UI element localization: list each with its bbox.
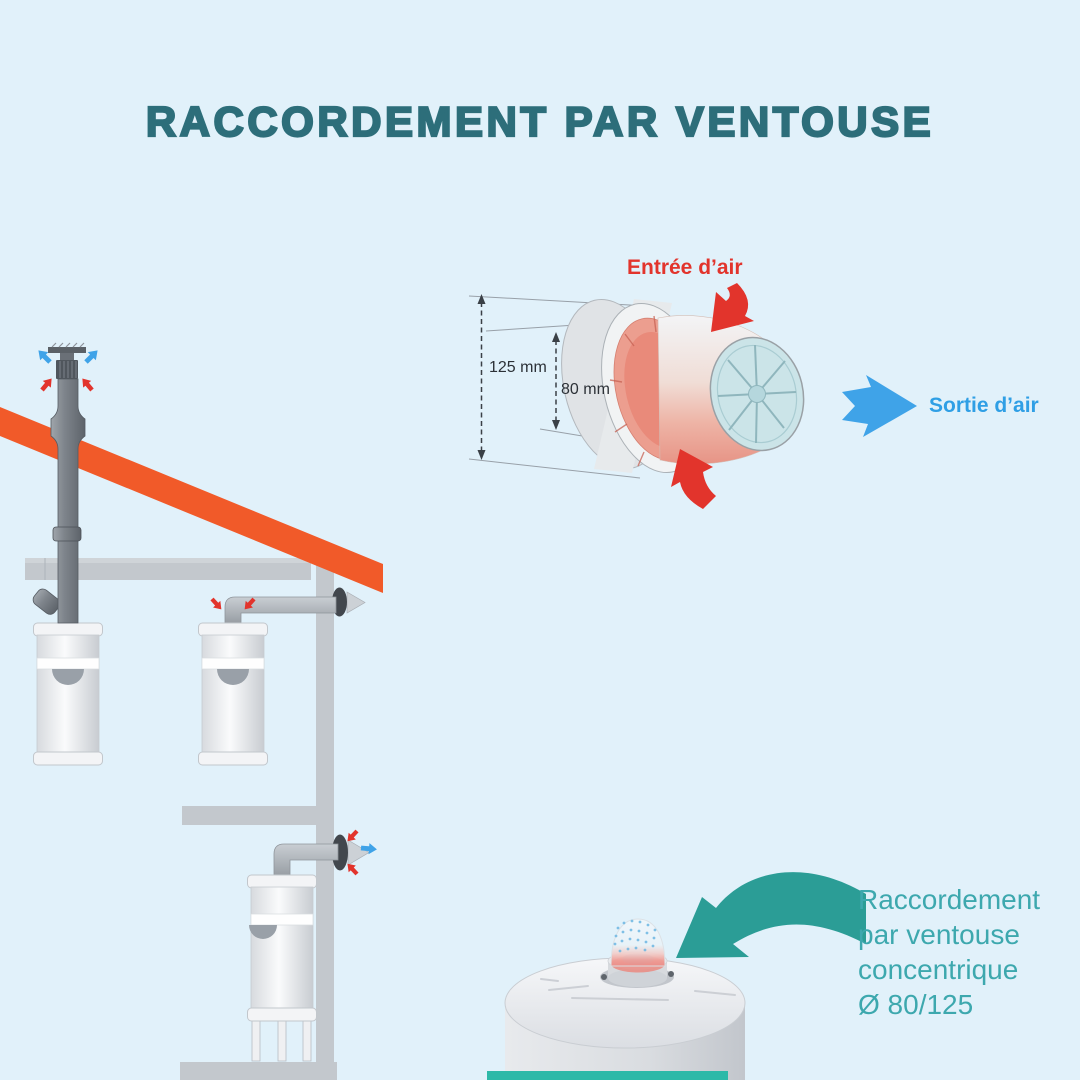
- flue-terminal-diagram: [468, 283, 917, 509]
- outlet-arrow: [842, 375, 917, 437]
- page-title: RACCORDEMENT PAR VENTOUSE: [145, 97, 935, 146]
- dim-line-80: [552, 332, 560, 430]
- outlet-label: Sortie d’air: [929, 394, 1039, 417]
- flue-elbow-stub: [32, 588, 61, 615]
- inner-diameter-label: 80 mm: [561, 381, 610, 398]
- boiler-bottom: [247, 874, 317, 1062]
- chimney-terminal: [48, 342, 86, 379]
- table-edge: [487, 1071, 728, 1080]
- roof: [0, 407, 383, 593]
- house-flue-diagram: [0, 342, 383, 1080]
- outer-diameter-label: 125 mm: [489, 359, 547, 376]
- bottom-boiler-pipe: [273, 843, 339, 878]
- air-dots: [613, 919, 657, 953]
- inlet-label: Entrée d’air: [627, 256, 743, 279]
- ceiling-beam: [25, 558, 311, 580]
- callout-line: concentrique: [858, 954, 1019, 985]
- panel-seams: [540, 978, 736, 1001]
- middle-boiler-pipe: [224, 596, 337, 625]
- middle-floor: [182, 806, 317, 825]
- boiler-left: [33, 622, 103, 766]
- callout-line: Ø 80/125: [858, 989, 974, 1020]
- wall: [316, 548, 334, 1080]
- boiler-middle: [198, 622, 268, 766]
- bottom-floor: [180, 1062, 337, 1080]
- callout-text: Raccordement par ventouse concentrique Ø…: [858, 882, 1040, 1022]
- callout-arrow: [676, 872, 866, 958]
- flue-pipe: [32, 342, 86, 624]
- callout-line: Raccordement: [858, 884, 1041, 915]
- terminal-3d: [561, 298, 805, 474]
- wall-terminal-bottom: [332, 834, 370, 871]
- wall-terminal-middle: [332, 587, 366, 617]
- boiler-cylinder: [504, 951, 746, 1080]
- inlet-arrows: [671, 283, 754, 509]
- concentric-flue-dome: [610, 918, 666, 973]
- dim-line-125: [477, 294, 486, 460]
- boiler-photo: [487, 872, 866, 1080]
- callout-line: par ventouse: [858, 919, 1020, 950]
